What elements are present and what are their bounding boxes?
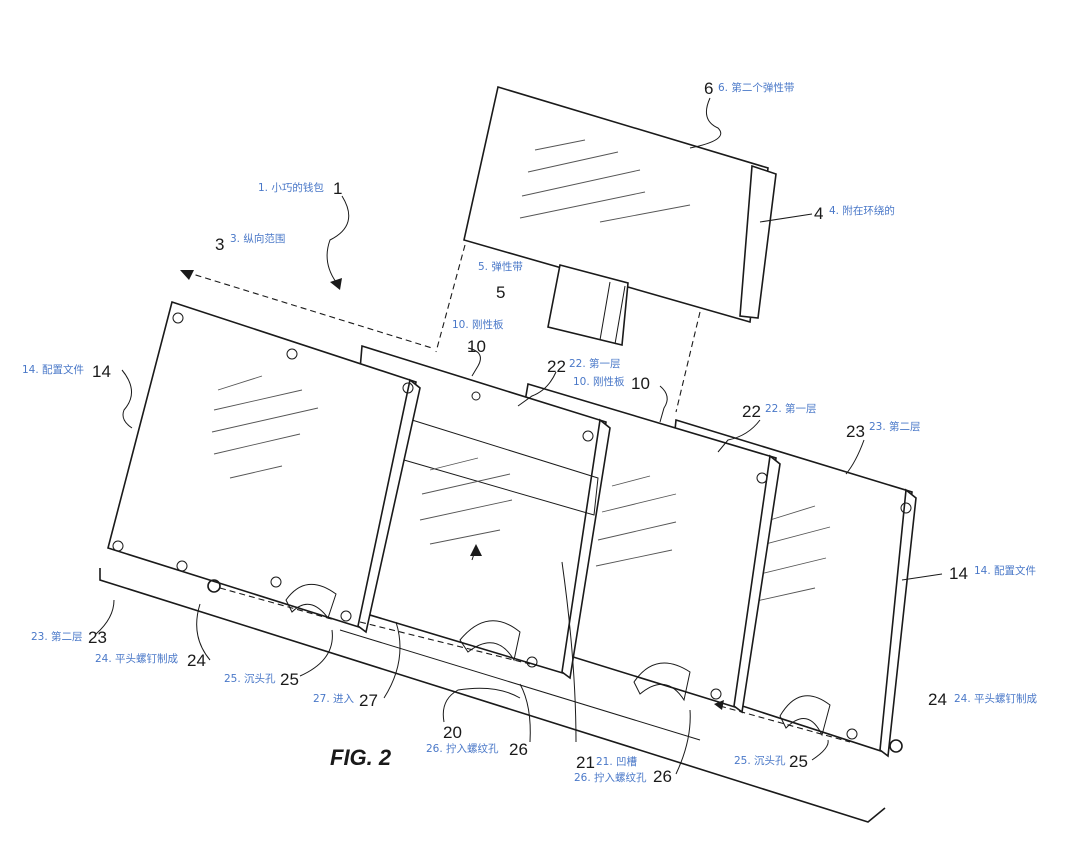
label-27-number: 27 xyxy=(359,691,378,710)
label-26b-text: 26. 拧入螺纹孔 xyxy=(574,772,647,784)
label-14b-text: 14. 配置文件 xyxy=(974,565,1037,577)
label-21-number: 21 xyxy=(576,753,595,772)
label-4-number: 4 xyxy=(814,204,824,223)
label-6-text: 6. 第二个弹性带 xyxy=(718,82,795,94)
label-25a-text: 25. 沉头孔 xyxy=(224,673,276,685)
label-10a-text: 10. 刚性板 xyxy=(452,319,504,331)
label-5-text: 5. 弹性带 xyxy=(478,261,523,273)
label-10b-number: 10 xyxy=(631,374,650,393)
label-22a-number: 22 xyxy=(547,357,566,376)
label-24a-number: 24 xyxy=(187,651,206,670)
label-25b-text: 25. 沉头孔 xyxy=(734,755,786,767)
label-22b-text: 22. 第一层 xyxy=(765,403,817,415)
label-23b-number: 23 xyxy=(846,422,865,441)
flat-head-screw-right xyxy=(714,700,903,753)
rigid-plate-front xyxy=(107,300,421,634)
wrap-side-strip xyxy=(739,164,777,319)
label-21-text: 21. 凹槽 xyxy=(596,756,638,768)
label-3-text: 3. 纵向范围 xyxy=(230,233,286,245)
label-23a-text: 23. 第二层 xyxy=(31,631,83,643)
label-14b-number: 14 xyxy=(949,564,968,583)
label-10a-number: 10 xyxy=(467,337,486,356)
label-22a-text: 22. 第一层 xyxy=(569,358,621,370)
label-24b-number: 24 xyxy=(928,690,947,709)
elastic-band-5 xyxy=(547,264,629,346)
label-25a-number: 25 xyxy=(280,670,299,689)
label-20-number: 20 xyxy=(443,723,462,742)
label-6-number: 6 xyxy=(704,79,714,98)
label-26b-number: 26 xyxy=(653,767,672,786)
label-26a-number: 26 xyxy=(509,740,528,759)
extent-arrowhead xyxy=(180,270,194,280)
leader-lines xyxy=(95,97,943,775)
label-25b-number: 25 xyxy=(789,752,808,771)
longitudinal-extent-line xyxy=(185,271,433,349)
label-26a-text: 26. 拧入螺纹孔 xyxy=(426,743,499,755)
label-3-number: 3 xyxy=(215,235,225,254)
label-23b-text: 23. 第二层 xyxy=(869,421,921,433)
elastic-band-assembly xyxy=(463,85,777,346)
label-24a-text: 24. 平头螺钉制成 xyxy=(95,653,179,665)
label-14a-number: 14 xyxy=(92,362,111,381)
label-14a-text: 14. 配置文件 xyxy=(22,364,85,376)
label-10b-text: 10. 刚性板 xyxy=(573,376,625,388)
base-outline xyxy=(99,568,886,823)
label-4-text: 4. 附在环绕的 xyxy=(829,205,895,217)
figure-caption: FIG. 2 xyxy=(330,745,392,770)
label-1-text: 1. 小巧的钱包 xyxy=(258,182,324,194)
label-5-number: 5 xyxy=(496,283,506,302)
label-22b-number: 22 xyxy=(742,402,761,421)
projection-line-right xyxy=(675,311,701,413)
screw-path-middle xyxy=(359,621,531,665)
label-24b-text: 24. 平头螺钉制成 xyxy=(954,693,1038,705)
projection-line-left xyxy=(435,244,466,353)
label-1-number: 1 xyxy=(333,179,343,198)
flat-head-screw-left xyxy=(207,579,336,621)
label-27-text: 27. 进入 xyxy=(313,693,355,705)
label-23a-number: 23 xyxy=(88,628,107,647)
second-elastic-band-face xyxy=(463,85,769,324)
